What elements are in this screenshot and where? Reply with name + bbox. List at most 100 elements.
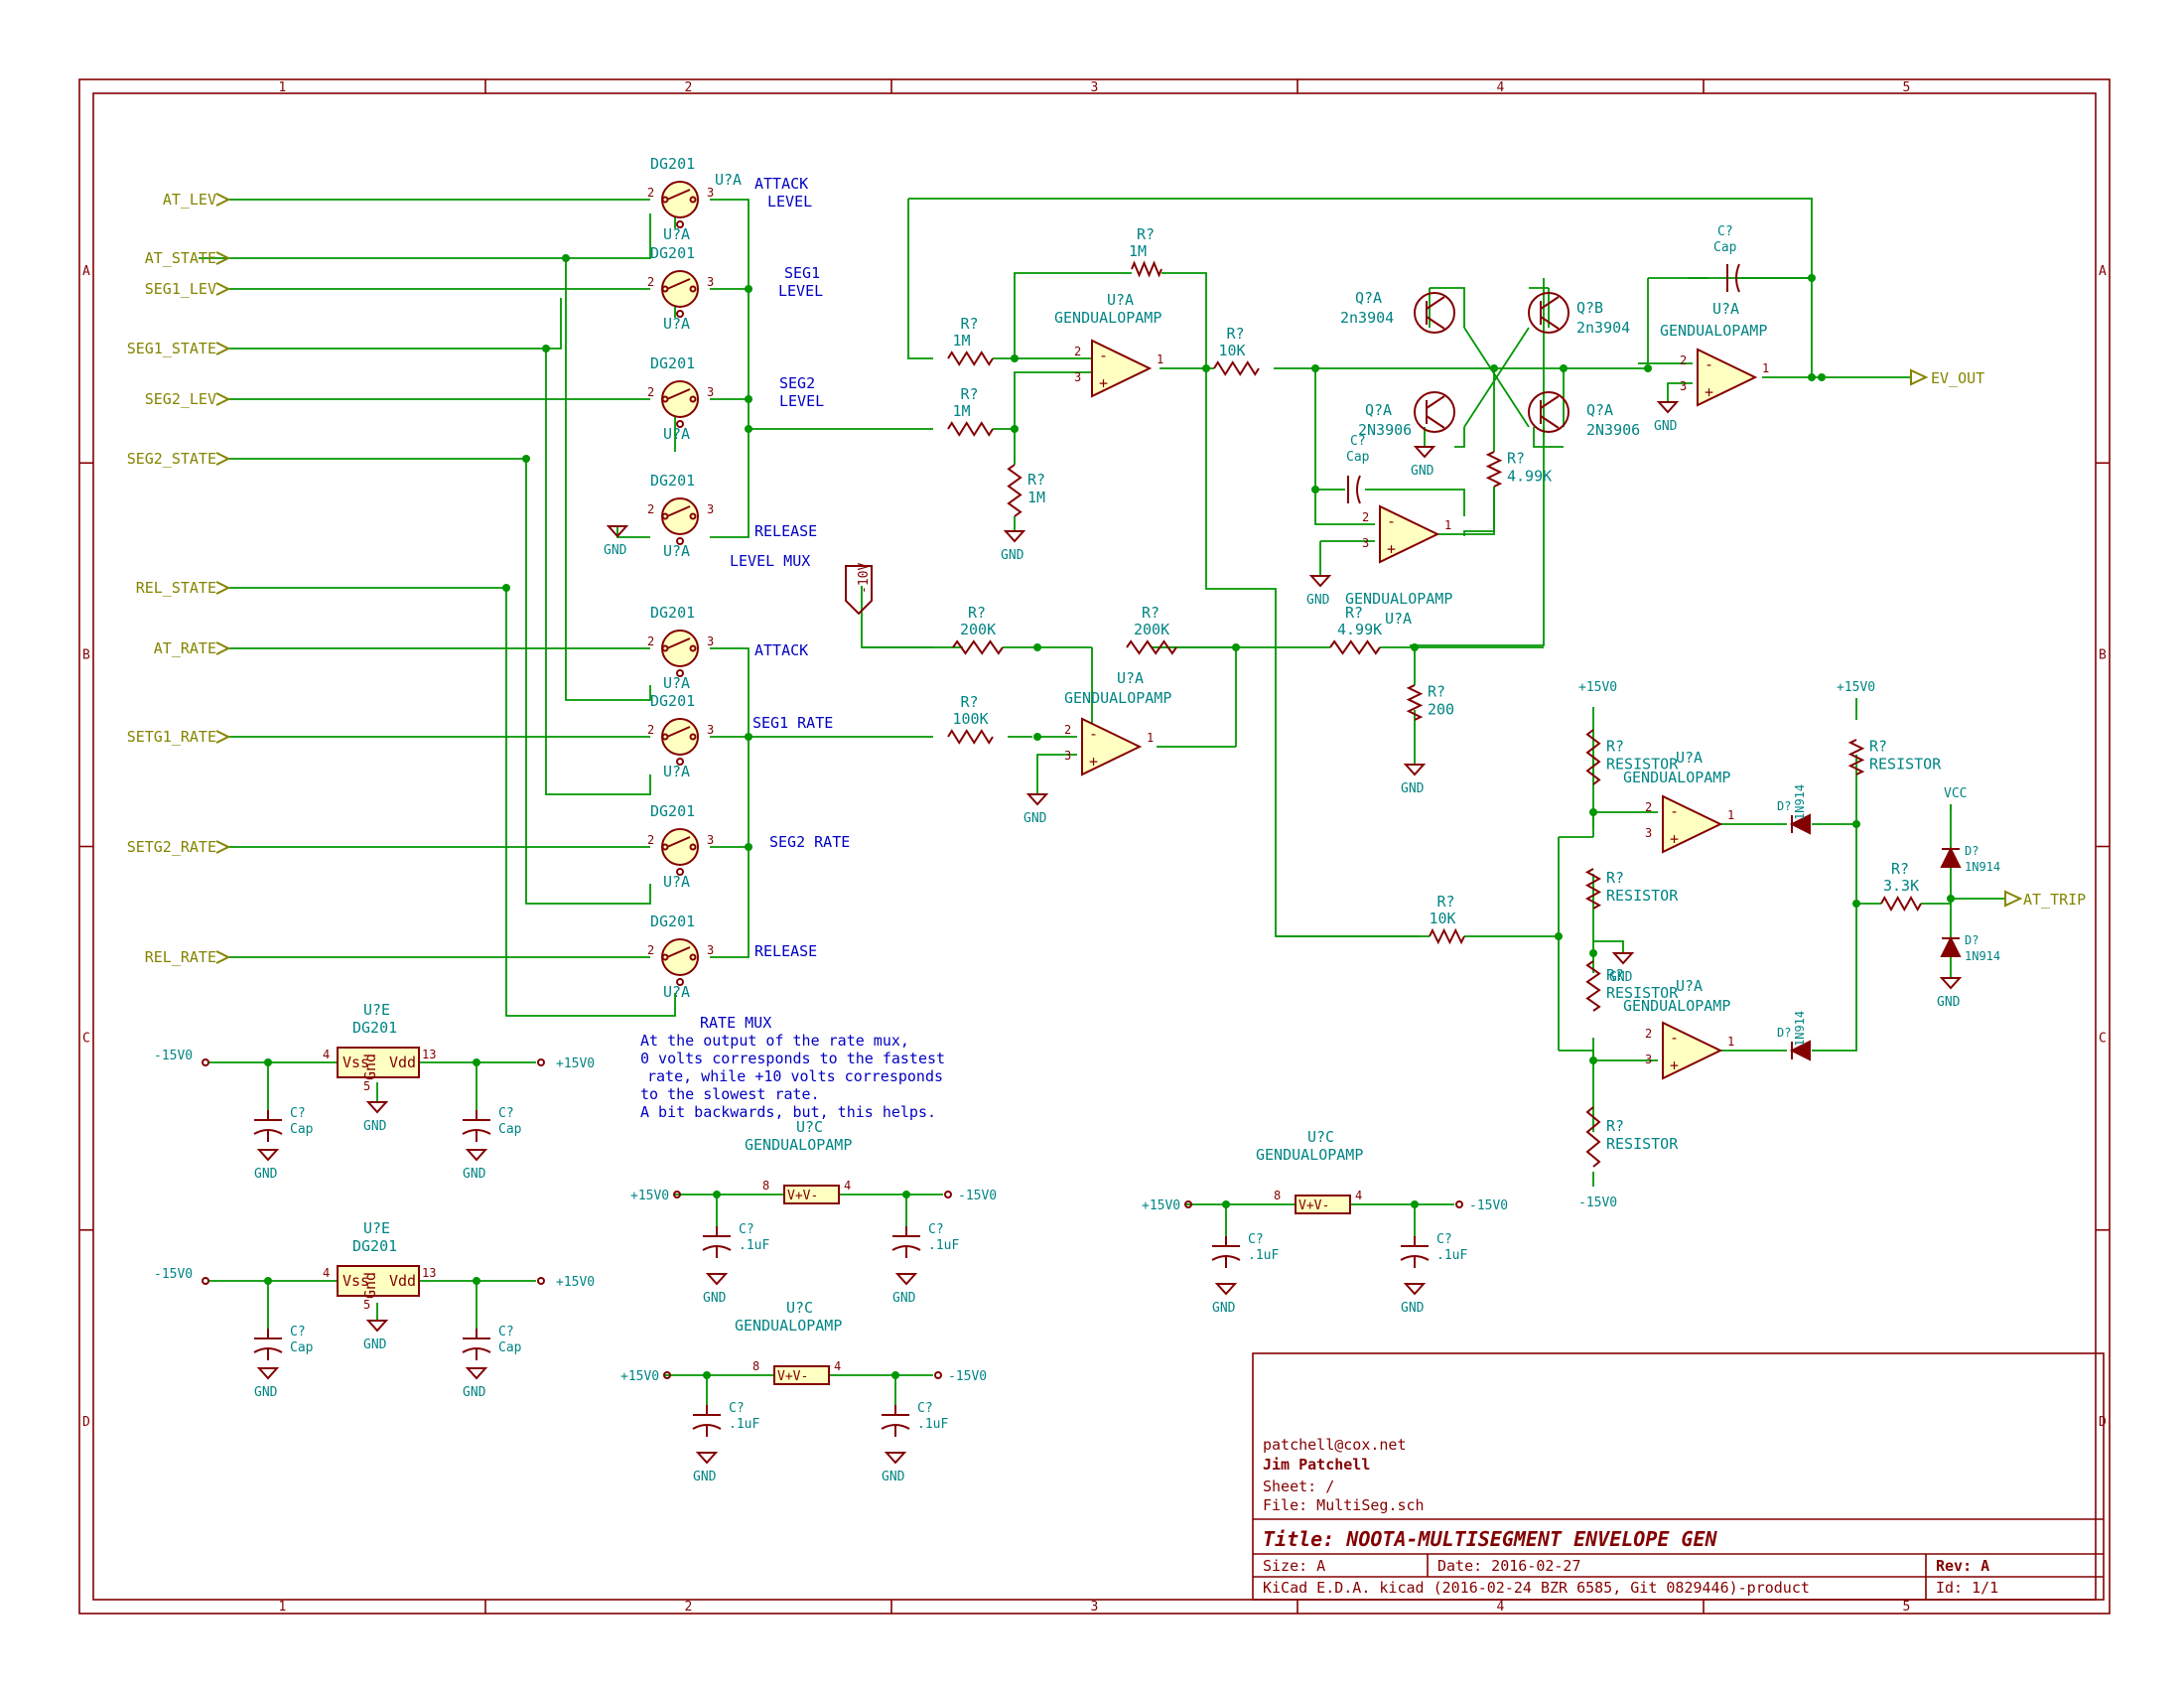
- input-at_state[interactable]: AT_STATE: [145, 249, 216, 267]
- gnd-pin: Gnd: [361, 1272, 379, 1299]
- cap-ref: C?: [498, 1325, 514, 1339]
- minus-sign: -: [1670, 802, 1679, 820]
- input-seg2_state[interactable]: SEG2_STATE: [127, 450, 216, 468]
- pin-4: 4: [844, 1179, 851, 1193]
- dg201-power-1: [337, 1047, 420, 1078]
- pin-2: 2: [1645, 1027, 1652, 1041]
- p15-label: +15V0: [620, 1369, 659, 1384]
- res-ref: R?: [1428, 683, 1445, 701]
- dg201-value: DG201: [650, 472, 695, 490]
- input-flag: [215, 730, 231, 744]
- opamp-power-3: [773, 1365, 830, 1385]
- res-value: RESISTOR: [1606, 1135, 1679, 1153]
- gnd-label: GND: [1401, 1301, 1425, 1316]
- u-e-ref: U?E: [363, 1001, 390, 1019]
- res-ref: R?: [1507, 450, 1525, 468]
- pin-2: 2: [1362, 510, 1369, 524]
- col-marker: 1: [279, 1600, 287, 1615]
- gnd-label: GND: [1937, 995, 1961, 1010]
- input-flag: [215, 342, 231, 355]
- gnd-label: GND: [1411, 464, 1434, 479]
- minus-sign: -: [1670, 1029, 1679, 1047]
- switch-ref: U?A: [663, 983, 690, 1001]
- pin-3: 3: [1645, 1053, 1652, 1066]
- plus-sign: +: [1099, 374, 1108, 392]
- opamp-power-1: [783, 1185, 840, 1204]
- opamp-value: GENDUALOPAMP: [1054, 309, 1161, 327]
- input-at_rate[interactable]: AT_RATE: [154, 639, 216, 657]
- input-labels: AT_LEV AT_STATE SEG1_LEV SEG1_STATE SEG2_LEV…: [127, 191, 231, 966]
- cap-value: .1uF: [729, 1417, 759, 1432]
- switch-ref: U?A: [663, 542, 690, 560]
- res-ref: R?: [968, 604, 986, 622]
- opamp-value: GENDUALOPAMP: [1623, 997, 1730, 1015]
- pin-4: 4: [323, 1266, 330, 1280]
- plus-sign: +: [1670, 1056, 1679, 1074]
- r-trip-pullup: [1847, 739, 1865, 775]
- cap-ref: C?: [739, 1222, 754, 1237]
- r-1m-fb: [1131, 260, 1162, 278]
- input-seg1_lev[interactable]: SEG1_LEV: [145, 280, 216, 298]
- input-rel_state[interactable]: REL_STATE: [136, 579, 216, 597]
- q-ref: Q?A: [1355, 289, 1382, 307]
- p15-label: +15V0: [556, 1056, 595, 1071]
- q-value: 2N3906: [1358, 421, 1412, 439]
- gnd-label: GND: [892, 1291, 916, 1306]
- cap-value: Cap: [1713, 240, 1737, 255]
- gnd-label: GND: [693, 1470, 717, 1484]
- seg1-level-label-1: SEG1: [784, 264, 820, 282]
- input-rel_rate[interactable]: REL_RATE: [145, 948, 216, 966]
- res-value: RESISTOR: [1606, 984, 1679, 1002]
- cap-value: .1uF: [1248, 1248, 1279, 1263]
- p15-label: +15V0: [556, 1275, 595, 1290]
- res-value: 1M: [953, 402, 971, 420]
- input-seg2_lev[interactable]: SEG2_LEV: [145, 390, 216, 408]
- res-value: 10K: [1219, 342, 1246, 359]
- res-ref: R?: [961, 385, 979, 403]
- m15-label: -15V0: [1469, 1198, 1508, 1213]
- pin-4: 4: [1355, 1189, 1362, 1202]
- gnd-label: GND: [1401, 781, 1425, 796]
- pin-4: 4: [323, 1048, 330, 1061]
- switch-ref: U?A: [663, 763, 690, 780]
- opamp-ref: U?A: [1385, 610, 1412, 628]
- rate-note-line-1: At the output of the rate mux,: [640, 1032, 909, 1050]
- vss-pin: Vss: [342, 1272, 369, 1290]
- col-marker: 4: [1497, 80, 1505, 95]
- cap-value: Cap: [498, 1340, 522, 1355]
- rate-note-line-4: to the slowest rate.: [640, 1085, 820, 1103]
- input-setg2_rate[interactable]: SETG2_RATE: [127, 838, 216, 856]
- r-4-99k-v: [1485, 451, 1503, 488]
- plus-sign: +: [1705, 383, 1713, 401]
- tb-date: Date: 2016-02-27: [1437, 1557, 1581, 1575]
- cap-ref: C?: [917, 1401, 933, 1416]
- pin-2: 2: [647, 723, 654, 737]
- diode-value: 1N914: [1965, 949, 2000, 963]
- at-trip-label[interactable]: AT_TRIP: [2023, 891, 2086, 909]
- cap-ref: C?: [1436, 1232, 1452, 1247]
- input-seg1_state[interactable]: SEG1_STATE: [127, 340, 216, 357]
- row-marker: D: [82, 1415, 90, 1430]
- pin-8: 8: [762, 1179, 769, 1193]
- gnd-label: GND: [703, 1291, 727, 1306]
- pin-3: 3: [1064, 749, 1071, 763]
- res-ref: R?: [961, 693, 979, 711]
- diode-trip-2: [1789, 1040, 1811, 1061]
- dg201-value: DG201: [650, 244, 695, 262]
- input-at_lev[interactable]: AT_LEV: [163, 191, 216, 209]
- ev-out-label[interactable]: EV_OUT: [1931, 369, 1984, 387]
- cap-ref: C?: [498, 1106, 514, 1121]
- res-value: 200: [1428, 701, 1454, 719]
- pin-3: 3: [1645, 826, 1652, 840]
- res-value: 200K: [960, 621, 996, 638]
- input-setg1_rate[interactable]: SETG1_RATE: [127, 728, 216, 746]
- m15-label: -15V0: [948, 1369, 987, 1384]
- vpvm-pins: V+V-: [777, 1369, 808, 1384]
- cap-value: Cap: [290, 1122, 314, 1137]
- vdd-pin: Vdd: [389, 1054, 416, 1071]
- dg201-value: DG201: [650, 604, 695, 622]
- pin-4: 4: [834, 1359, 841, 1373]
- minus-sign: -: [1099, 347, 1108, 364]
